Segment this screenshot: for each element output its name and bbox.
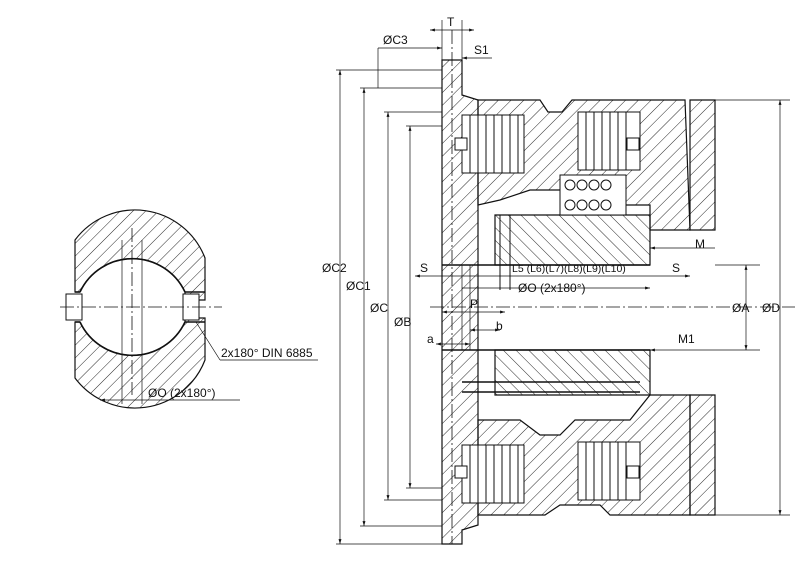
dim-m: M <box>695 237 705 251</box>
bore-diameter-label: ØO (2x180°) <box>148 386 216 400</box>
dim-c2: ØC2 <box>322 261 347 275</box>
dim-m1: M1 <box>678 332 695 346</box>
dim-d-dia: ØD <box>762 301 780 315</box>
shaft-section-view: 2x180° DIN 6885 ØO (2x180°) <box>60 209 318 409</box>
key-standard-note: 2x180° DIN 6885 <box>221 346 313 360</box>
dim-c: ØC <box>370 301 388 315</box>
dim-s-left: S <box>420 261 428 275</box>
dim-s1: S1 <box>474 43 489 57</box>
dim-s-right: S <box>672 261 680 275</box>
dim-b: ØB <box>394 315 411 329</box>
end-block-lower <box>689 394 716 516</box>
clutch-section-view: ØC2 ØC1 ØC ØB ØC3 T S1 S S L5 (L6)(L7)(L… <box>322 15 795 545</box>
disc-pack-upper-left <box>454 114 525 174</box>
end-block <box>689 99 716 231</box>
hub-upper <box>494 214 651 266</box>
dim-t: T <box>447 15 455 29</box>
bore-outline <box>75 257 205 357</box>
spring-pack <box>559 174 627 216</box>
dim-l-series: L5 (L6)(L7)(L8)(L9)(L10) <box>512 263 626 275</box>
dim-o-center: ØO (2x180°) <box>518 281 586 295</box>
dim-c3: ØC3 <box>383 33 408 47</box>
dim-b-small: b <box>496 319 503 333</box>
dim-c1: ØC1 <box>346 279 371 293</box>
hub-lower <box>494 349 651 396</box>
disc-pack-lower-right <box>577 441 641 501</box>
flange-plate <box>441 59 479 545</box>
dim-a-small: a <box>427 332 434 346</box>
disc-pack-lower-left <box>454 444 525 504</box>
disc-pack-upper-right <box>577 111 641 171</box>
hub-hatch <box>74 209 206 301</box>
dim-a-dia: ØA <box>732 301 749 315</box>
dim-p: P <box>470 297 478 311</box>
